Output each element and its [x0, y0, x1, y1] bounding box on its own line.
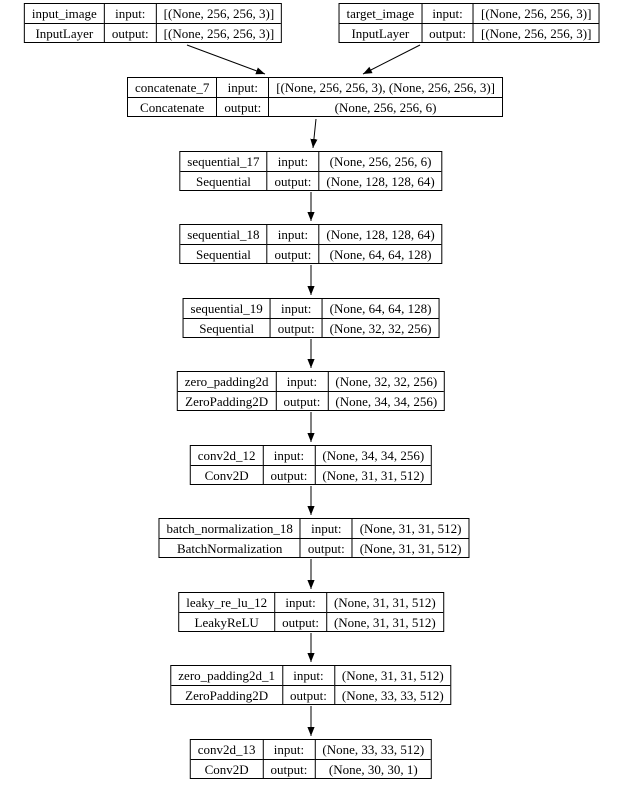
layer-type: InputLayer	[339, 23, 422, 42]
input-label: input:	[266, 152, 319, 171]
layer-node-input_image: input_image input: [(None, 256, 256, 3)]…	[23, 3, 283, 43]
layer-name: zero_padding2d_1	[178, 668, 276, 683]
layer-node-zero_padding2d: zero_padding2d input: (None, 32, 32, 256…	[176, 371, 446, 411]
output-shape: (None, 31, 31, 512)	[351, 538, 469, 557]
input-shape: (None, 34, 34, 256)	[314, 446, 431, 465]
input-label: input:	[421, 4, 473, 23]
layer-name: zero_padding2d	[184, 374, 269, 389]
output-shape: (None, 33, 33, 512)	[333, 685, 451, 704]
output-label: output:	[216, 97, 269, 116]
input-shape: [(None, 256, 256, 3)]	[472, 4, 598, 23]
output-shape: [(None, 256, 256, 3)]	[155, 23, 282, 42]
output-shape: (None, 34, 34, 256)	[327, 391, 445, 410]
output-label: output:	[266, 171, 319, 190]
layer-node-sequential_19: sequential_19 input: (None, 64, 64, 128)…	[182, 298, 440, 338]
layer-type: LeakyReLU	[179, 612, 275, 631]
output-shape: (None, 31, 31, 512)	[314, 465, 432, 484]
layer-node-concatenate_7: concatenate_7 input: [(None, 256, 256, 3…	[127, 77, 503, 117]
input-shape: (None, 128, 128, 64)	[318, 225, 441, 244]
input-label: input:	[103, 4, 156, 23]
layer-type: Concatenate	[128, 97, 217, 116]
output-shape: (None, 128, 128, 64)	[318, 171, 442, 190]
output-shape: [(None, 256, 256, 3)]	[472, 23, 599, 42]
layer-type: BatchNormalization	[159, 538, 300, 557]
layer-name: sequential_18	[187, 227, 260, 242]
layer-name: conv2d_12	[197, 448, 256, 463]
output-shape: (None, 32, 32, 256)	[321, 318, 439, 337]
input-shape: [(None, 256, 256, 3)]	[155, 4, 281, 23]
layer-node-target_image: target_image input: [(None, 256, 256, 3)…	[338, 3, 600, 43]
layer-name: target_image	[346, 6, 415, 21]
layer-node-sequential_18: sequential_18 input: (None, 128, 128, 64…	[179, 224, 443, 264]
output-label: output:	[262, 465, 315, 484]
output-shape: (None, 256, 256, 6)	[268, 97, 502, 116]
edge-concatenate-to-sequential_17	[310, 118, 318, 149]
output-label: output:	[275, 391, 328, 410]
input-label: input:	[275, 372, 328, 391]
layer-name: leaky_re_lu_12	[186, 595, 268, 610]
layer-name: input_image	[31, 6, 97, 21]
input-shape: (None, 31, 31, 512)	[325, 593, 443, 612]
input-shape: (None, 64, 64, 128)	[321, 299, 439, 318]
layer-type: ZeroPadding2D	[177, 391, 276, 410]
input-label: input:	[262, 446, 315, 465]
input-shape: (None, 31, 31, 512)	[351, 519, 469, 538]
input-label: input:	[274, 593, 326, 612]
layer-name: conv2d_13	[197, 742, 256, 757]
layer-node-batch_normalization_18: batch_normalization_18 input: (None, 31,…	[158, 518, 470, 558]
output-shape: (None, 31, 31, 512)	[325, 612, 443, 631]
output-label: output:	[274, 612, 326, 631]
output-label: output:	[299, 538, 352, 557]
input-label: input:	[216, 78, 268, 97]
edge-input_image-to-concatenate	[186, 44, 266, 75]
output-label: output:	[421, 23, 473, 42]
output-shape: (None, 30, 30, 1)	[314, 759, 432, 778]
input-shape: (None, 31, 31, 512)	[333, 666, 451, 685]
layer-node-leaky_re_lu_12: leaky_re_lu_12 input: (None, 31, 31, 512…	[178, 592, 444, 632]
layer-name: batch_normalization_18	[166, 521, 293, 536]
input-shape: [(None, 256, 256, 3), (None, 256, 256, 3…	[268, 78, 502, 97]
output-label: output:	[269, 318, 322, 337]
layer-node-conv2d_13: conv2d_13 input: (None, 33, 33, 512) Con…	[189, 739, 433, 779]
layer-type: Conv2D	[190, 465, 263, 484]
edge-target_image-to-concatenate	[362, 44, 421, 75]
output-shape: (None, 64, 64, 128)	[318, 244, 442, 263]
input-shape: (None, 33, 33, 512)	[314, 740, 431, 759]
input-shape: (None, 256, 256, 6)	[318, 152, 441, 171]
layer-type: Sequential	[180, 171, 267, 190]
output-label: output:	[266, 244, 319, 263]
input-label: input:	[282, 666, 334, 685]
input-shape: (None, 32, 32, 256)	[327, 372, 444, 391]
input-label: input:	[262, 740, 315, 759]
input-label: input:	[299, 519, 352, 538]
layer-node-zero_padding2d_1: zero_padding2d_1 input: (None, 31, 31, 5…	[170, 665, 452, 705]
output-label: output:	[282, 685, 334, 704]
layer-type: ZeroPadding2D	[171, 685, 283, 704]
layer-type: InputLayer	[24, 23, 104, 42]
output-label: output:	[103, 23, 156, 42]
layer-name: sequential_17	[187, 154, 260, 169]
layer-type: Conv2D	[190, 759, 263, 778]
layer-name: sequential_19	[190, 301, 263, 316]
layer-node-sequential_17: sequential_17 input: (None, 256, 256, 6)…	[179, 151, 443, 191]
input-label: input:	[269, 299, 322, 318]
layer-type: Sequential	[180, 244, 267, 263]
input-label: input:	[266, 225, 319, 244]
layer-node-conv2d_12: conv2d_12 input: (None, 34, 34, 256) Con…	[189, 445, 433, 485]
layer-name: concatenate_7	[135, 80, 210, 95]
layer-type: Sequential	[183, 318, 270, 337]
output-label: output:	[262, 759, 315, 778]
